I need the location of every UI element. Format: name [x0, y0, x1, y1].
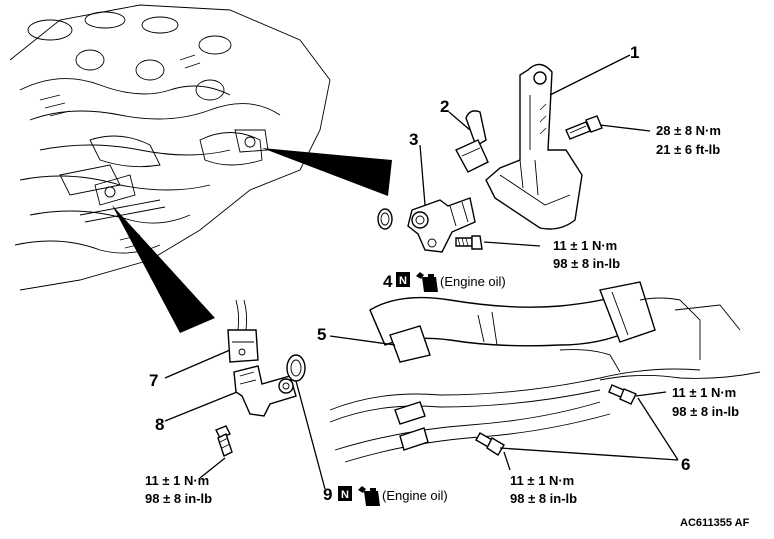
oil-can-icon	[416, 272, 438, 292]
leader-lines	[164, 54, 679, 490]
callout-3: 3	[409, 130, 418, 149]
engine-block-drawing	[9, 4, 331, 291]
bolt-part6-upper	[608, 384, 637, 405]
torque-part8-in: 98 ± 8 in-lb	[145, 491, 212, 506]
torque-part6-lower-in: 98 ± 8 in-lb	[510, 491, 577, 506]
new-part-badge-9: N	[338, 486, 352, 501]
new-part-badge-4: N	[396, 272, 410, 287]
connector-part2	[455, 110, 489, 173]
callout-8: 8	[155, 415, 164, 434]
callout-9: 9	[323, 485, 332, 504]
callout-5: 5	[317, 325, 326, 344]
sensor-part8	[233, 365, 297, 417]
torque-part8-nm: 11 ± 1 N·m	[145, 473, 209, 488]
sensor-part3	[407, 197, 476, 253]
figure-code: AC611355 AF	[680, 517, 750, 529]
callout-7: 7	[149, 371, 158, 390]
o-ring-part4	[377, 208, 393, 230]
callout-2: 2	[440, 97, 449, 116]
connector-part7	[227, 299, 259, 363]
oil-can-icon	[358, 486, 380, 506]
callout-6: 6	[681, 455, 690, 474]
engine-oil-note-9: (Engine oil)	[382, 488, 448, 503]
torque-part1-nm: 28 ± 8 N·m	[656, 123, 721, 138]
pointer-wedge-lower	[112, 205, 215, 333]
callout-4: 4	[383, 272, 393, 291]
torque-part6-upper-in: 98 ± 8 in-lb	[672, 404, 739, 419]
torque-part6-lower-nm: 11 ± 1 N·m	[510, 473, 574, 488]
torque-part1-ft: 21 ± 6 ft-lb	[656, 142, 720, 157]
bracket-part	[485, 63, 583, 230]
callout-1: 1	[630, 43, 639, 62]
engine-oil-note-4: (Engine oil)	[440, 274, 506, 289]
bolt-part6-lower	[475, 432, 505, 456]
svg-text:N: N	[399, 275, 407, 287]
bolt-part3	[455, 235, 483, 250]
o-ring-part9	[286, 354, 306, 382]
svg-text:N: N	[341, 489, 349, 501]
torque-part3-nm: 11 ± 1 N·m	[553, 238, 617, 253]
torque-part3-in: 98 ± 8 in-lb	[553, 256, 620, 271]
bolt-part1	[565, 115, 603, 140]
bolt-part8	[215, 425, 233, 457]
torque-part6-upper-nm: 11 ± 1 N·m	[672, 385, 736, 400]
pointer-wedge-upper	[262, 148, 392, 196]
hose-assembly	[329, 281, 761, 463]
